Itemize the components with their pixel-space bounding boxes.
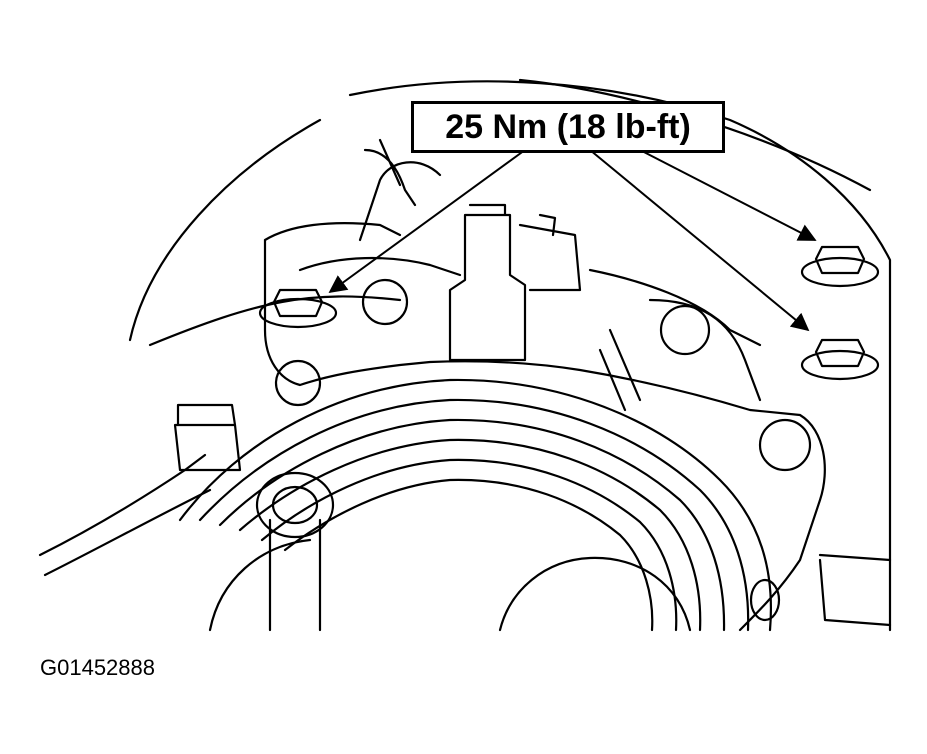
- flange-bolt-right-upper: [800, 245, 880, 288]
- engine-block-outline: [128, 80, 892, 632]
- flange-bolt-left: [258, 288, 338, 329]
- pulley-outer: [178, 378, 772, 632]
- lower-right-block: [818, 553, 892, 627]
- pulley-arm: [268, 518, 322, 632]
- pulley-groove-1: [198, 398, 750, 632]
- pump-flange-top: [298, 161, 462, 277]
- pulley-groove-2: [218, 418, 726, 632]
- housing-bolt-left-lower: [274, 359, 322, 407]
- leader-arrow-left: [328, 149, 526, 294]
- housing-bolt-right-lower: [758, 418, 812, 472]
- pulley-groove-5: [283, 478, 654, 632]
- pulley-groove-4: [260, 458, 678, 632]
- pulley-boss-inner: [271, 485, 319, 525]
- figure-id: G01452888: [40, 655, 155, 680]
- flange-bolt-right-lower: [800, 338, 880, 381]
- left-bracket: [38, 453, 212, 577]
- pump-housing: [263, 222, 826, 632]
- leader-arrow-right-upper: [639, 149, 817, 241]
- sensor-wire: [363, 138, 417, 207]
- torque-callout-label: 25 Nm (18 lb-ft): [411, 101, 725, 153]
- housing-bolt-bottom: [749, 578, 781, 622]
- pump-body-right: [598, 298, 762, 412]
- sensor-connector: [448, 203, 582, 362]
- left-boss: [173, 403, 242, 472]
- leader-arrow-right-lower: [589, 149, 810, 332]
- pulley-groove-3: [238, 438, 702, 632]
- pulley-boss: [255, 471, 335, 539]
- housing-bolt-right-upper: [659, 304, 711, 356]
- housing-bolt-left-upper: [361, 278, 409, 326]
- pulley-hub: [208, 538, 692, 632]
